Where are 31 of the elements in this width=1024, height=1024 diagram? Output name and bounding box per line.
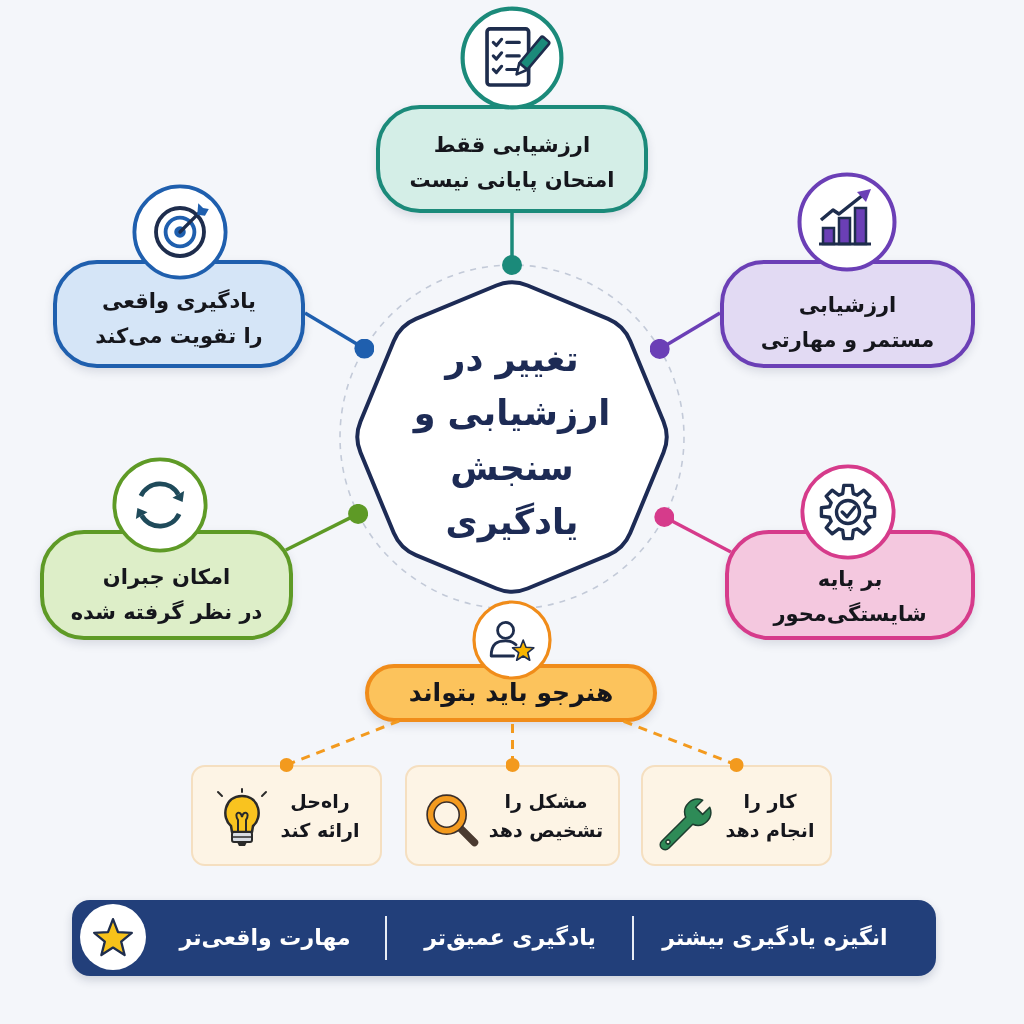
rounded-box xyxy=(53,260,305,368)
node-label: هنرجو باید بتواند xyxy=(408,677,614,710)
rounded-box xyxy=(365,664,657,722)
connector-line xyxy=(654,507,732,554)
step-text: کار را انجام دهد xyxy=(725,789,815,844)
connector-line xyxy=(649,311,721,359)
rounded-box xyxy=(376,105,648,213)
connector-line xyxy=(279,719,400,772)
node-label: بر پایه شایستگی‌محور xyxy=(773,566,927,628)
central-title: تغییر در ارزشیابی و سنجش یادگیری xyxy=(413,337,611,545)
connector-line xyxy=(304,311,375,359)
node-label: یادگیری واقعی را تقویت می‌کند xyxy=(95,288,263,350)
card xyxy=(191,765,382,866)
rounded-box xyxy=(40,530,293,640)
banner xyxy=(72,900,936,976)
step-text: مشکل را تشخیص دهد xyxy=(488,789,604,844)
rounded-box xyxy=(725,530,975,640)
connector-line xyxy=(505,721,520,772)
node-label: ارزشیابی مستمر و مهارتی xyxy=(760,292,935,354)
benefit-text: مهارت واقعی‌تر xyxy=(179,923,351,953)
connector-line xyxy=(622,719,744,772)
benefit-text: انگیزه یادگیری بیشتر xyxy=(662,923,888,953)
card xyxy=(405,765,620,866)
benefit-text: یادگیری عمیق‌تر xyxy=(424,923,596,953)
step-text: راه‌حل ارائه کند xyxy=(280,789,360,844)
rounded-box xyxy=(720,260,975,368)
node-label: ارزشیابی ققط امتحان پایانی نیست xyxy=(409,132,615,194)
card xyxy=(641,765,832,866)
connector-line xyxy=(502,213,522,275)
connector-line xyxy=(285,503,369,552)
node-label: امکان جبران در نظر گرفته شده xyxy=(70,564,263,626)
